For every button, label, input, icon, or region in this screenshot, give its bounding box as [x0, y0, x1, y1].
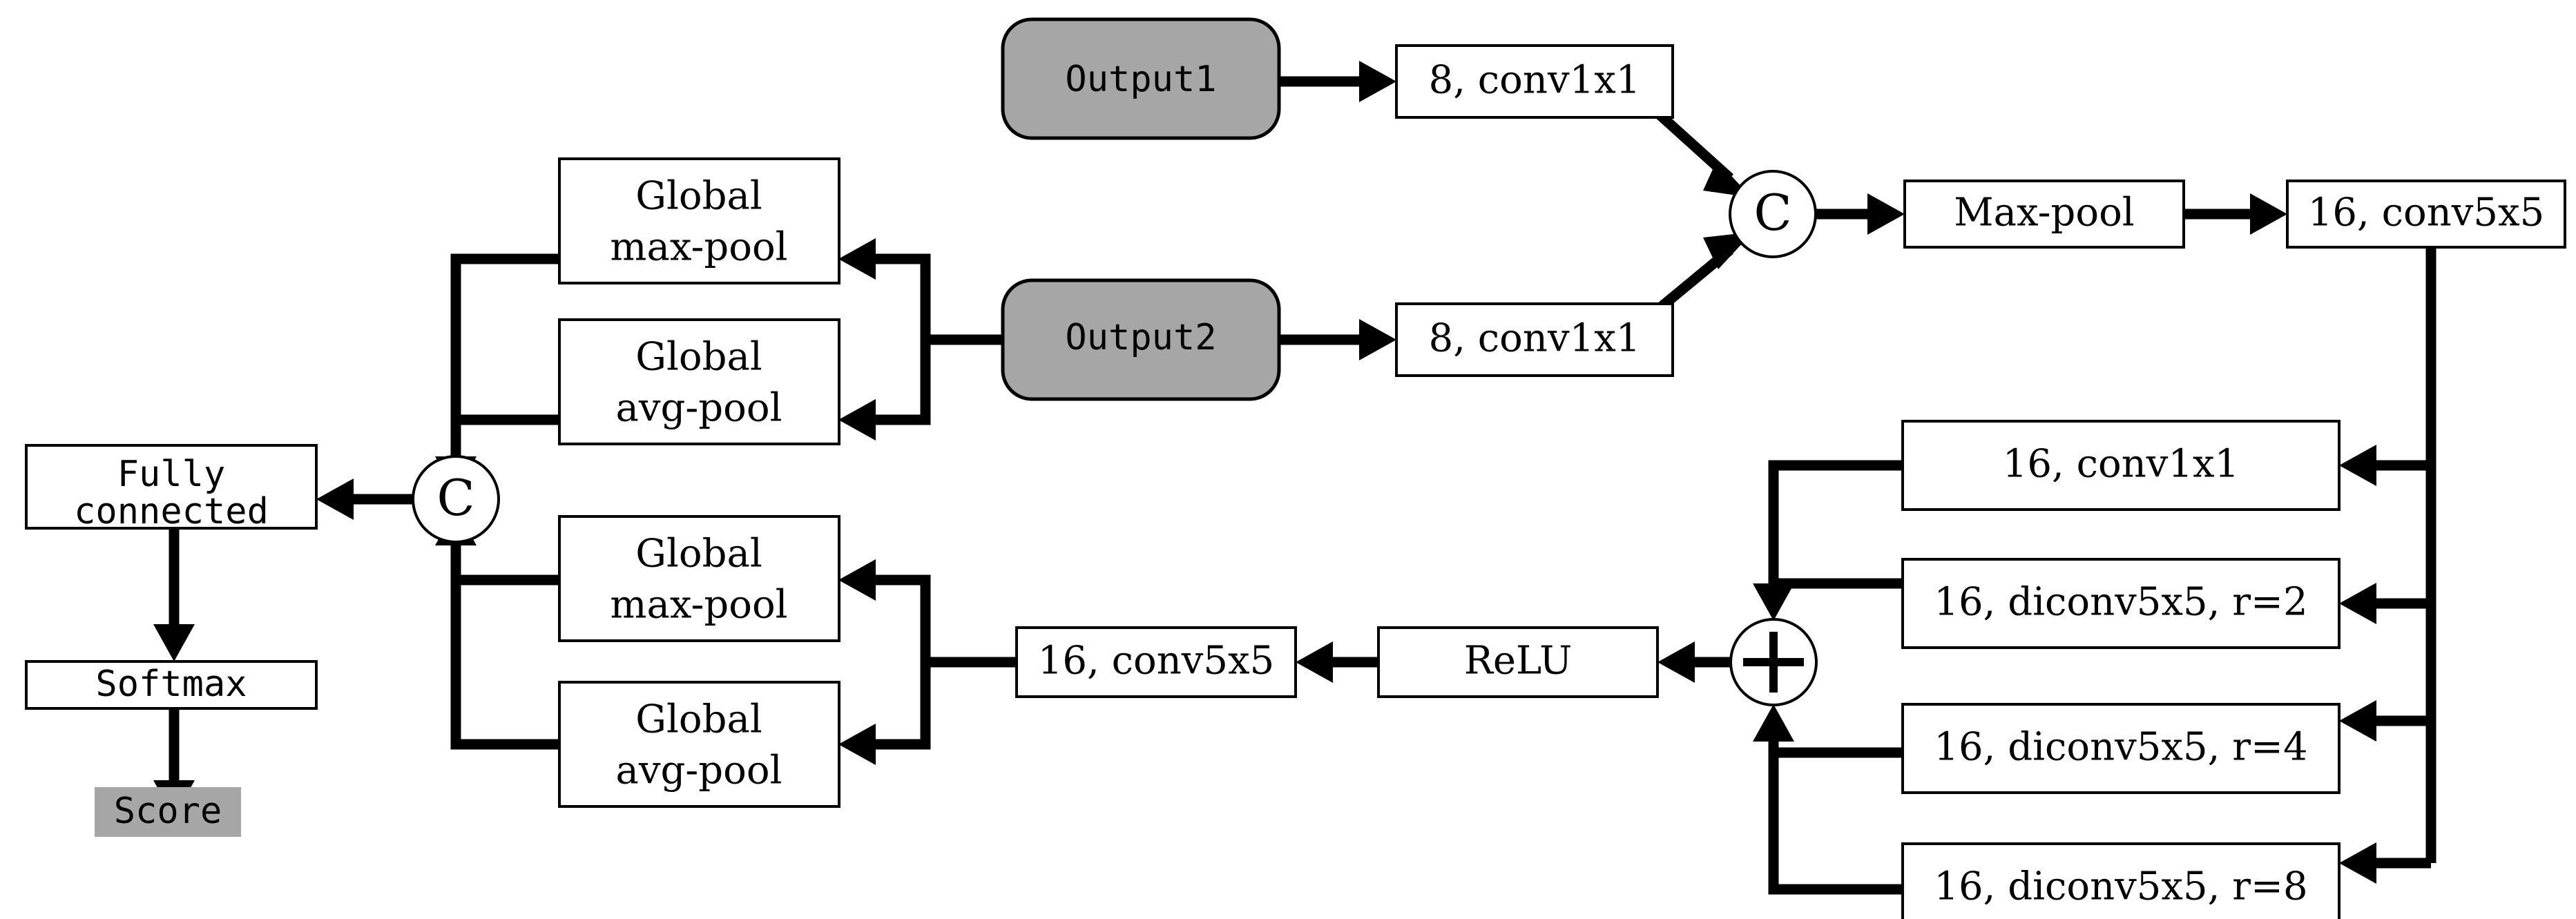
arrowhead-relu-conv5x5bottom [1296, 641, 1333, 683]
edge-upper-maxpool-to-concat-left [450, 253, 559, 456]
arrowhead-fc-softmax [153, 624, 195, 661]
branch-conv1x1-label: 16, conv1x1 [2003, 442, 2239, 487]
edge-conv1x1branch-to-sum [1768, 460, 1903, 603]
concat-right-circle [1729, 170, 1817, 258]
output2-box [1001, 278, 1281, 401]
softmax-box [25, 660, 318, 710]
concat-left-label: C [436, 469, 474, 527]
arrowhead-upper-maxpool [838, 238, 876, 280]
node-output1[interactable]: Output1 [1001, 17, 1281, 140]
arrowhead-output2-conv1x1mid [1359, 319, 1396, 360]
global-max-pool-upper-label-line2: max-pool [610, 225, 787, 270]
node-softmax[interactable]: Softmax [25, 660, 318, 710]
node-concat-right[interactable]: C [1729, 170, 1817, 258]
global-avg-pool-upper-box [558, 318, 840, 445]
node-branch-diconv-r4[interactable]: 16, diconv5x5, r=4 [1901, 703, 2340, 794]
node-maxpool[interactable]: Max-pool [1903, 180, 2185, 249]
conv5x5-bottom-box [1015, 626, 1297, 698]
maxpool-box [1903, 180, 2185, 249]
edge-output2-to-global-avg-pool-upper [876, 340, 931, 425]
concat-left-circle [412, 455, 500, 543]
edge-output2-to-global-max-pool-upper [876, 253, 1003, 345]
node-relu[interactable]: ReLU [1377, 626, 1659, 698]
conv5x5-bottom-label: 16, conv5x5 [1038, 639, 1274, 684]
edge-diconv-r8-to-sum [1768, 753, 1903, 895]
fully-connected-label-line1: Fully [117, 454, 226, 495]
node-conv1x1-mid[interactable]: 8, conv1x1 [1395, 302, 1674, 377]
node-branch-diconv-r2[interactable]: 16, diconv5x5, r=2 [1901, 558, 2340, 649]
fully-connected-box [25, 444, 318, 530]
conv1x1-top-label: 8, conv1x1 [1429, 58, 1641, 103]
node-conv1x1-top[interactable]: 8, conv1x1 [1395, 44, 1674, 119]
branch-diconv-r2-box [1901, 558, 2340, 649]
node-fully-connected[interactable]: Fully connected [25, 444, 318, 532]
global-avg-pool-lower-label-line1: Global [635, 697, 762, 742]
arrowhead-concat-maxpool [1867, 193, 1905, 235]
conv1x1-mid-box [1395, 302, 1674, 377]
branch-diconv-r8-box [1901, 842, 2340, 919]
node-branch-diconv-r8[interactable]: 16, diconv5x5, r=8 [1901, 842, 2340, 919]
global-avg-pool-upper-label-line1: Global [635, 335, 762, 380]
conv5x5-top-box [2286, 180, 2566, 249]
conv5x5-top-label: 16, conv5x5 [2308, 191, 2544, 235]
arrowhead-bus-conv1x1branch [2339, 445, 2376, 486]
edge-lower-maxpool-to-concat-left [450, 543, 559, 586]
arrowhead-sum-top [1753, 583, 1794, 621]
arrowhead-bus-diconv-r2 [2339, 583, 2376, 624]
branch-diconv-r4-label: 16, diconv5x5, r=4 [1934, 725, 2307, 770]
node-sum[interactable] [1729, 618, 1818, 706]
global-max-pool-lower-label-line1: Global [635, 532, 762, 577]
global-avg-pool-upper-label-line2: avg-pool [616, 386, 782, 431]
edge-diconv-r4-to-sum [1768, 721, 1903, 758]
output1-box [1001, 17, 1281, 140]
arrowhead-bus-diconv-r4 [2339, 700, 2376, 742]
global-max-pool-upper-label-line1: Global [635, 174, 762, 219]
node-score[interactable]: Score [95, 787, 241, 837]
node-global-max-pool-lower[interactable]: Global max-pool [558, 515, 840, 642]
branch-diconv-r8-label: 16, diconv5x5, r=8 [1934, 864, 2307, 909]
relu-label: ReLU [1464, 639, 1573, 684]
conv1x1-mid-label: 8, conv1x1 [1429, 316, 1641, 361]
output1-label: Output1 [1065, 59, 1216, 100]
branch-conv1x1-box [1901, 420, 2340, 511]
node-global-avg-pool-upper[interactable]: Global avg-pool [558, 318, 840, 445]
edge-lower-avgpool-to-concat-left [450, 580, 559, 750]
arrowhead-upper-avgpool [838, 399, 876, 441]
global-avg-pool-lower-box [558, 681, 840, 808]
arrowhead-output1-conv1x1top [1359, 61, 1396, 102]
arrowhead-concat-fc [316, 478, 354, 520]
conv1x1-top-box [1395, 44, 1674, 119]
score-box [95, 787, 241, 837]
node-output2[interactable]: Output2 [1001, 278, 1281, 401]
edge-conv5x5bottom-to-global-avg-pool-lower [876, 662, 931, 750]
arrowhead-lower-maxpool [838, 559, 876, 601]
node-global-max-pool-upper[interactable]: Global max-pool [558, 157, 840, 284]
concat-right-label: C [1753, 184, 1791, 242]
global-avg-pool-lower-label-line2: avg-pool [616, 748, 782, 793]
arrowhead-sum-bottom [1753, 704, 1794, 742]
node-conv5x5-bottom[interactable]: 16, conv5x5 [1015, 626, 1297, 698]
fully-connected-label-line2: connected [74, 491, 269, 532]
node-conv5x5-top[interactable]: 16, conv5x5 [2286, 180, 2566, 249]
global-max-pool-lower-label-line2: max-pool [610, 583, 787, 628]
arrowhead-lower-avgpool [838, 724, 876, 765]
global-max-pool-upper-box [558, 157, 840, 284]
arrowhead-sum-relu [1657, 641, 1695, 683]
edge-conv5x5bottom-to-global-max-pool-lower [876, 574, 1017, 668]
output2-label: Output2 [1065, 317, 1216, 358]
arrowhead-maxpool-conv5x5top [2250, 193, 2287, 235]
branch-diconv-r2-label: 16, diconv5x5, r=2 [1934, 580, 2307, 625]
node-concat-left[interactable]: C [412, 455, 500, 543]
edge-layer [153, 61, 2436, 895]
relu-box [1377, 626, 1659, 698]
node-global-avg-pool-lower[interactable]: Global avg-pool [558, 681, 840, 808]
score-label: Score [114, 791, 222, 832]
node-branch-conv1x1[interactable]: 16, conv1x1 [1901, 420, 2340, 511]
softmax-label: Softmax [95, 664, 247, 705]
global-max-pool-lower-box [558, 515, 840, 642]
maxpool-label: Max-pool [1954, 191, 2134, 235]
arrowhead-bus-diconv-r8 [2339, 842, 2376, 884]
branch-diconv-r4-box [1901, 703, 2340, 794]
